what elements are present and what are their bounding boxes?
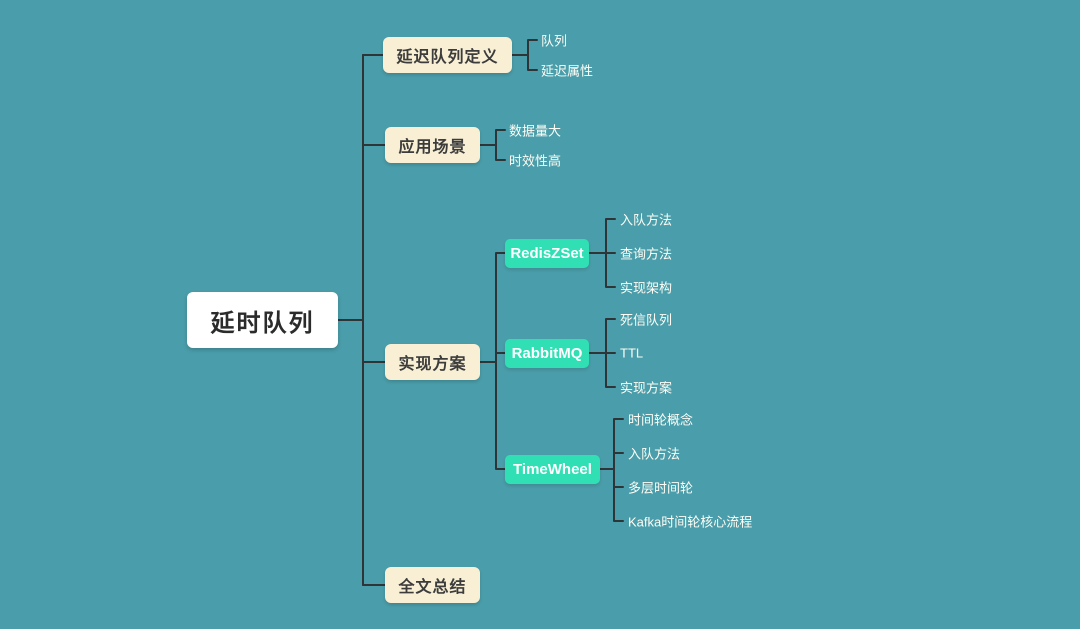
- child-rabbitmq[interactable]: RabbitMQ: [505, 339, 589, 368]
- leaf-item[interactable]: 数据量大: [509, 123, 562, 139]
- leaf-item[interactable]: 实现方案: [620, 380, 673, 396]
- leaf-item[interactable]: Kafka时间轮核心流程: [628, 514, 753, 530]
- leaf-item[interactable]: 多层时间轮: [628, 480, 694, 496]
- leaf-item[interactable]: 入队方法: [628, 446, 681, 462]
- leaf-item[interactable]: 查询方法: [620, 246, 673, 262]
- leaf-item[interactable]: 延迟属性: [541, 63, 594, 79]
- leaf-item[interactable]: 死信队列: [620, 312, 673, 328]
- branch-use-cases[interactable]: 应用场景: [385, 127, 480, 163]
- leaf-item[interactable]: TTL: [620, 345, 644, 361]
- leaf-item[interactable]: 队列: [541, 33, 568, 49]
- branch-definition[interactable]: 延迟队列定义: [383, 37, 512, 73]
- leaf-item[interactable]: 入队方法: [620, 212, 673, 228]
- leaf-item[interactable]: 实现架构: [620, 280, 673, 296]
- branch-summary[interactable]: 全文总结: [385, 567, 480, 603]
- leaf-item[interactable]: 时间轮概念: [628, 412, 694, 428]
- branch-implementation[interactable]: 实现方案: [385, 344, 480, 380]
- leaf-item[interactable]: 时效性高: [509, 153, 562, 169]
- child-redis-zset[interactable]: RedisZSet: [505, 239, 589, 268]
- root-node[interactable]: 延时队列: [187, 292, 338, 348]
- child-timewheel[interactable]: TimeWheel: [505, 455, 600, 484]
